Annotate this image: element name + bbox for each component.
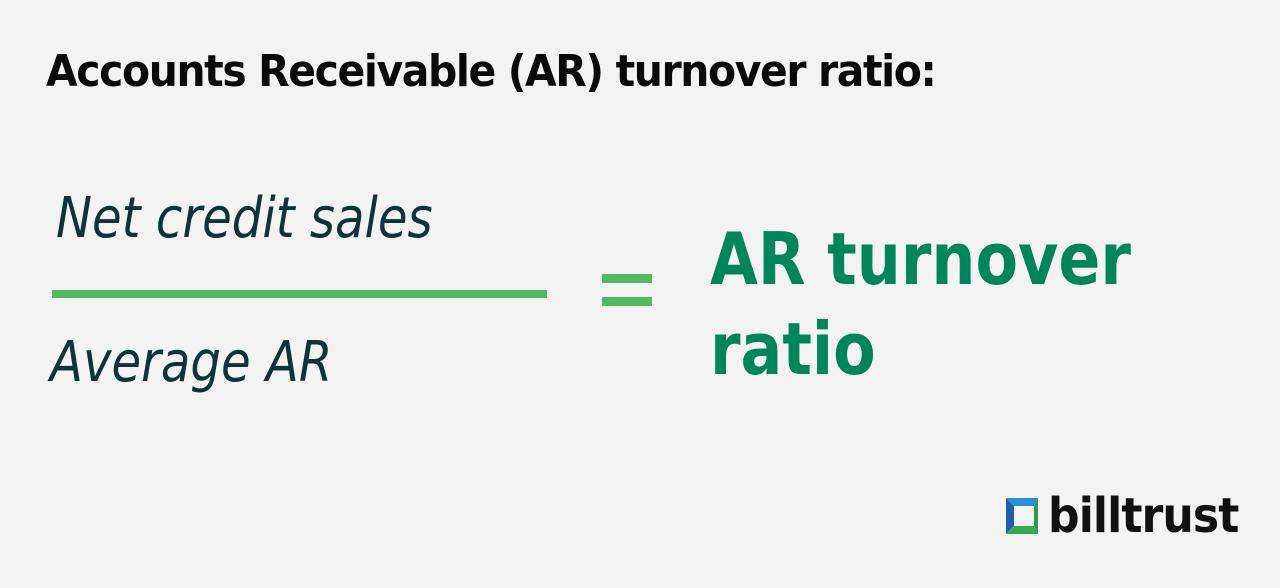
- brand-logo: billtrust: [1000, 488, 1255, 544]
- numerator: Net credit sales: [56, 186, 433, 251]
- page-title: Accounts Receivable (AR) turnover ratio:: [46, 46, 937, 97]
- result-label: AR turnover ratio: [710, 217, 1131, 391]
- denominator: Average AR: [50, 330, 333, 395]
- fraction-bar: [52, 290, 547, 298]
- billtrust-logo-icon: [1000, 496, 1040, 536]
- brand-name: billtrust: [1048, 488, 1239, 544]
- equals-sign-top: [602, 274, 652, 283]
- equals-sign-bottom: [602, 297, 652, 306]
